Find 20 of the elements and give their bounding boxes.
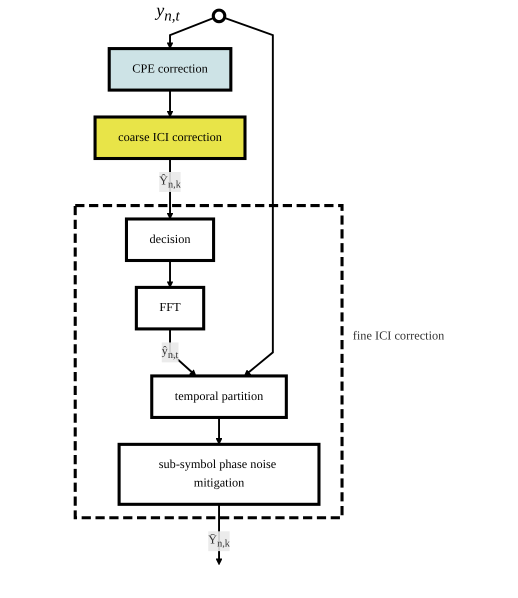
node-circle: [212, 8, 226, 24]
arrow: [166, 260, 174, 288]
node-box: coarse ICI correction: [94, 115, 247, 160]
arrow: [166, 17, 214, 49]
arrow: [216, 504, 222, 566]
node-box: decision: [124, 217, 216, 262]
edge-label: Ŷ$_{n,k}$: [159, 174, 181, 190]
node-box: FFT: [134, 286, 206, 330]
node-box: CPE correction: [108, 47, 232, 92]
node-label: fine ICI correction: [352, 330, 444, 343]
arrow: [169, 328, 196, 376]
cluster: [74, 204, 344, 520]
edge-label: ŷ$_{n,t}$: [162, 344, 178, 360]
edge-label: Ȳ$_{n,k}$: [208, 534, 230, 550]
arrow: [224, 16, 274, 376]
arrow: [166, 158, 174, 220]
node-box: sub-symbol phase noise mitigation: [118, 442, 320, 506]
arrow: [216, 417, 222, 445]
node-box: temporal partition: [150, 374, 288, 419]
arrow: [166, 90, 174, 118]
